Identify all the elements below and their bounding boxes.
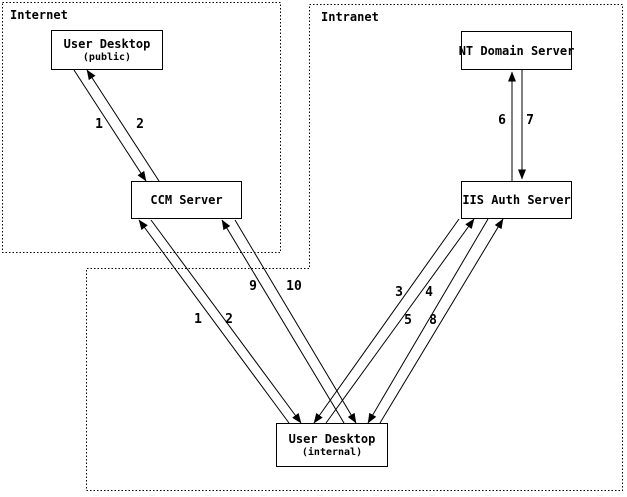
node-user-desktop-internal: User Desktop (internal)	[276, 423, 388, 467]
node-user-desktop-public: User Desktop (public)	[51, 30, 163, 70]
node-title: NT Domain Server	[458, 43, 575, 58]
arrow-step9-internaldesktop-to-ccm	[221, 219, 345, 424]
arrow-step2-ccm-to-publicdesktop	[86, 69, 160, 182]
step-label-iis-4: 4	[425, 285, 433, 300]
arrow-step2-ccm-to-internaldesktop	[150, 219, 302, 424]
node-title: CCM Server	[150, 193, 223, 207]
intranet-zone-label: Intranet	[321, 10, 379, 24]
step-label-nt-7: 7	[526, 113, 534, 128]
step-label-public-1: 1	[95, 117, 103, 132]
node-title: IIS Auth Server	[462, 193, 571, 207]
node-title: User Desktop	[288, 432, 376, 446]
arrow-step8-iis-to-internaldesktop	[367, 218, 489, 424]
arrow-step1-internaldesktop-to-ccm	[138, 219, 290, 424]
node-subtitle: (internal)	[301, 447, 363, 458]
internet-zone-label: Internet	[10, 8, 68, 22]
node-ccm-server: CCM Server	[131, 181, 242, 219]
intranet-zone-border	[86, 4, 623, 491]
arrow-step4-iis-to-internaldesktop	[313, 218, 460, 424]
node-iis-auth-server: IIS Auth Server	[461, 181, 572, 219]
arrow-step1-publicdesktop-to-ccm	[73, 69, 147, 182]
step-label-nt-6: 6	[498, 113, 506, 128]
arrow-step10-ccm-to-internaldesktop	[234, 219, 357, 424]
step-label-public-2: 2	[136, 117, 144, 132]
step-label-iis-8: 8	[429, 313, 437, 328]
internet-zone-border	[2, 2, 281, 253]
node-nt-domain-server: NT Domain Server	[458, 31, 575, 70]
step-label-iis-5: 5	[404, 313, 412, 328]
step-label-ccm-2: 2	[225, 312, 233, 327]
node-subtitle: (public)	[82, 52, 132, 63]
arrow-step3-internaldesktop-to-iis	[325, 218, 475, 424]
step-label-ccm-9: 9	[249, 279, 257, 294]
arrow-step5-internaldesktop-to-iis	[379, 218, 504, 424]
node-title: User Desktop	[63, 37, 151, 51]
step-label-iis-3: 3	[395, 285, 403, 300]
step-label-ccm-1: 1	[194, 312, 202, 327]
step-label-ccm-10: 10	[286, 279, 302, 294]
